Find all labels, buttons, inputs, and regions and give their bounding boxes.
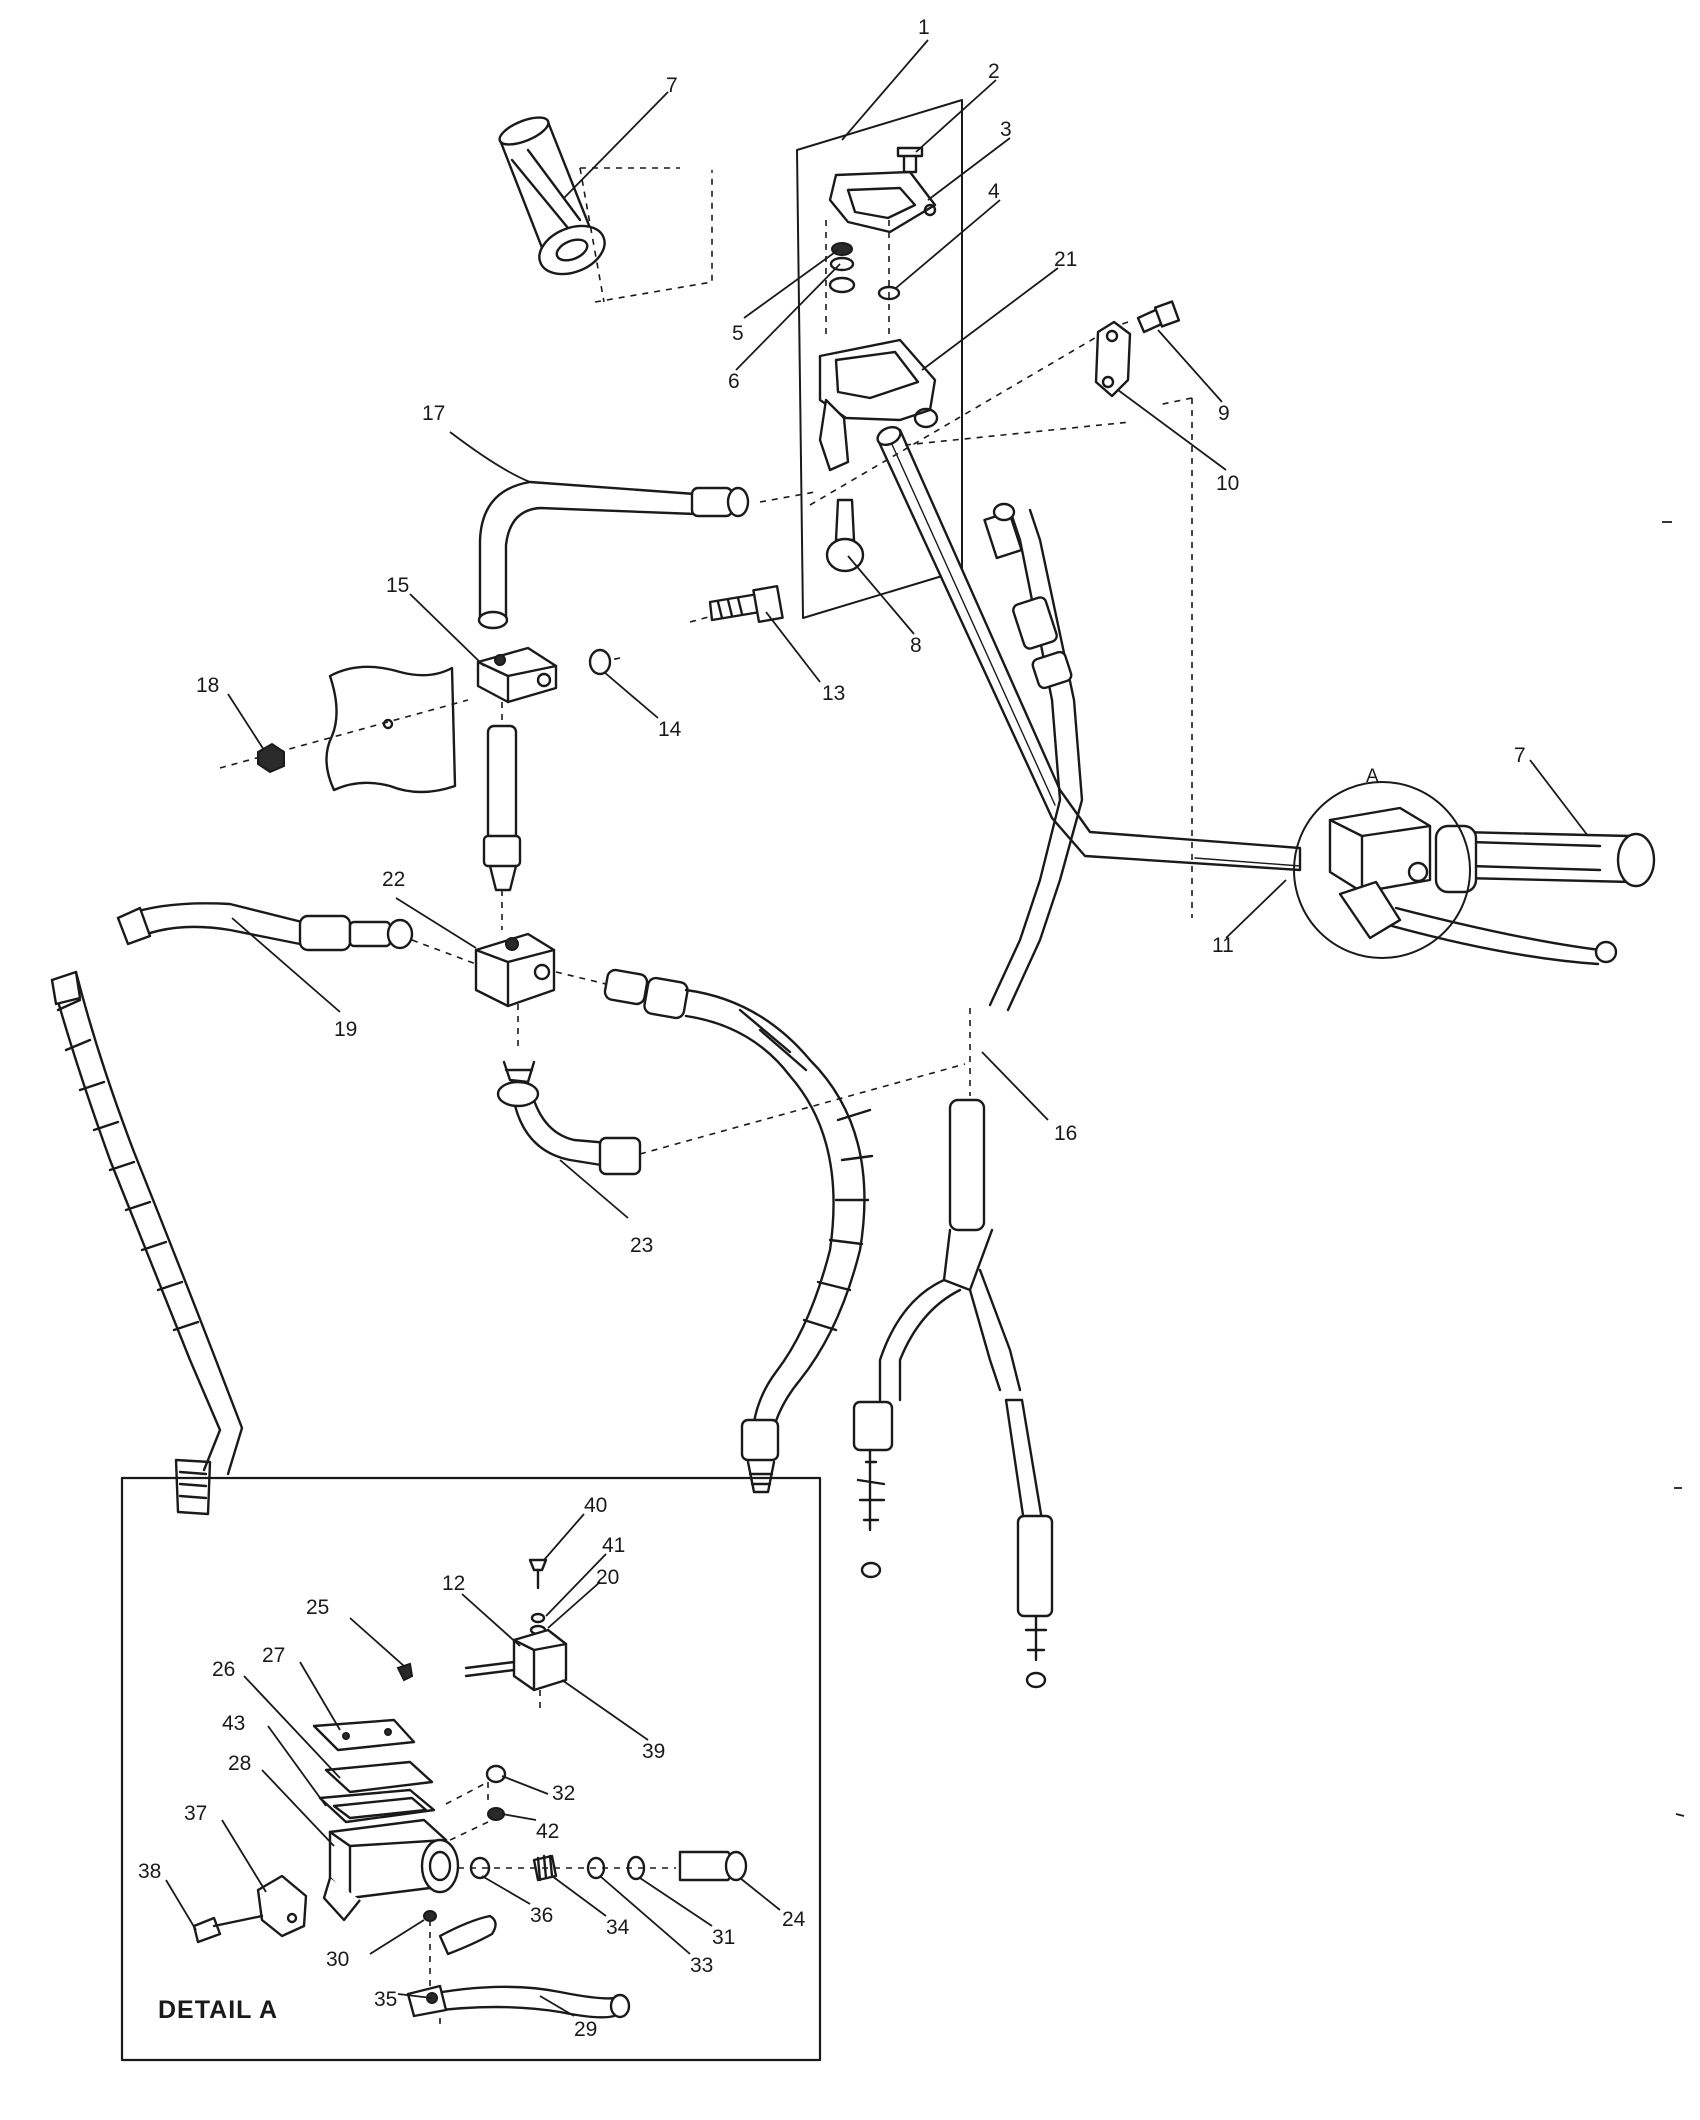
handlebar-tube: [876, 425, 1302, 872]
bolt-9: [1136, 300, 1181, 334]
brake-hose-23: [496, 1004, 966, 1176]
brake-hose-17: [477, 480, 750, 630]
callout-10: 10: [1216, 472, 1239, 495]
detail-callout-33: 33: [690, 1954, 713, 1977]
callout-18: 18: [196, 674, 219, 697]
callout-16: 16: [1054, 1122, 1077, 1145]
bolt-dash: [599, 615, 713, 663]
callout-11: 11: [1212, 934, 1234, 957]
mounting-plate: [325, 665, 457, 794]
detail-callout-42: 42: [536, 1820, 559, 1843]
right-hand-grip: [1434, 824, 1656, 894]
detail-callout-labels: 12 20 24 25 26 27 28 29 30 31 32 33 34 3…: [138, 1494, 806, 2041]
callout-21: 21: [1054, 248, 1077, 271]
detail-callout-24: 24: [782, 1908, 806, 1931]
detail-callout-27: 27: [262, 1644, 285, 1667]
callout-8: 8: [910, 634, 922, 657]
bracket-dash-line: [809, 334, 1101, 506]
callout-17: 17: [422, 402, 445, 425]
brake-hose-left: [50, 970, 244, 1516]
detail-a-title: DETAIL A: [158, 1996, 278, 2024]
detail-callout-43: 43: [222, 1712, 245, 1735]
callout-15: 15: [386, 574, 409, 597]
clamp-cap-upper: [828, 170, 937, 234]
callout-labels: 1 2 3 4 5 6 7 7 8 9 10 11 13 14 15 16 17…: [196, 16, 1526, 1257]
washer-14: [588, 648, 612, 676]
callout-2: 2: [988, 60, 1000, 83]
callout-19: 19: [334, 1018, 357, 1041]
throttle-cable-lower: [852, 1008, 1054, 1689]
master-cylinder-right: [1328, 806, 1618, 966]
callout-7-right: 7: [1514, 744, 1526, 767]
detail-callout-31: 31: [712, 1926, 735, 1949]
left-hand-grip: [498, 116, 606, 276]
detail-callout-28: 28: [228, 1752, 251, 1775]
leader-lines: [227, 39, 1589, 1219]
detail-callout-37: 37: [184, 1802, 207, 1825]
nut-4: [877, 285, 901, 301]
detail-leader-lines: [165, 1513, 781, 2017]
detail-callout-12: 12: [442, 1572, 465, 1595]
detail-callout-32: 32: [552, 1782, 575, 1805]
junction-block-15: [476, 646, 558, 704]
detail-a-circle: A: [1293, 766, 1471, 959]
detail-a-parts: [192, 1558, 748, 2030]
callout-23: 23: [630, 1234, 653, 1257]
callout-13: 13: [822, 682, 845, 705]
callout-22: 22: [382, 868, 405, 891]
bolt-13: [708, 584, 784, 624]
callout-5: 5: [732, 322, 744, 345]
detail-callout-36: 36: [530, 1904, 553, 1927]
callout-4: 4: [988, 180, 1000, 203]
brake-hose-right: [555, 968, 874, 1494]
detail-callout-41: 41: [602, 1534, 625, 1557]
bolt-2: [896, 146, 924, 174]
clamp-lower: [818, 338, 939, 472]
junction-block-22: [474, 932, 556, 1008]
detail-a-marker: A: [1366, 766, 1379, 787]
detail-callout-25: 25: [306, 1596, 329, 1619]
detail-callout-29: 29: [574, 2018, 597, 2041]
callout-14: 14: [658, 718, 682, 741]
grip-assembly-dash-guide: [579, 167, 713, 303]
callout-1: 1: [918, 16, 930, 39]
throttle-cable-16: [983, 502, 1084, 1012]
callout-3: 3: [1000, 118, 1012, 141]
callout-6: 6: [728, 370, 740, 393]
detail-callout-38: 38: [138, 1860, 161, 1883]
detail-callout-30: 30: [326, 1948, 349, 1971]
brake-hose-19: [116, 902, 477, 965]
detail-callout-20: 20: [596, 1566, 619, 1589]
detail-callout-40: 40: [584, 1494, 607, 1517]
detail-a-box: DETAIL A: [120, 1476, 822, 2062]
detail-callout-34: 34: [606, 1916, 630, 1939]
callout-7-left: 7: [666, 74, 678, 97]
detail-callout-35: 35: [374, 1988, 397, 2011]
detail-callout-39: 39: [642, 1740, 665, 1763]
detail-callout-26: 26: [212, 1658, 235, 1681]
bracket-10: [1094, 320, 1132, 398]
washer-5-6: [828, 242, 856, 294]
callout-9: 9: [1218, 402, 1230, 425]
brake-line-vertical: [482, 702, 522, 930]
nut-18: [257, 742, 285, 774]
margin-marks: [1662, 521, 1685, 1817]
panel-dash-guide: [825, 220, 890, 340]
